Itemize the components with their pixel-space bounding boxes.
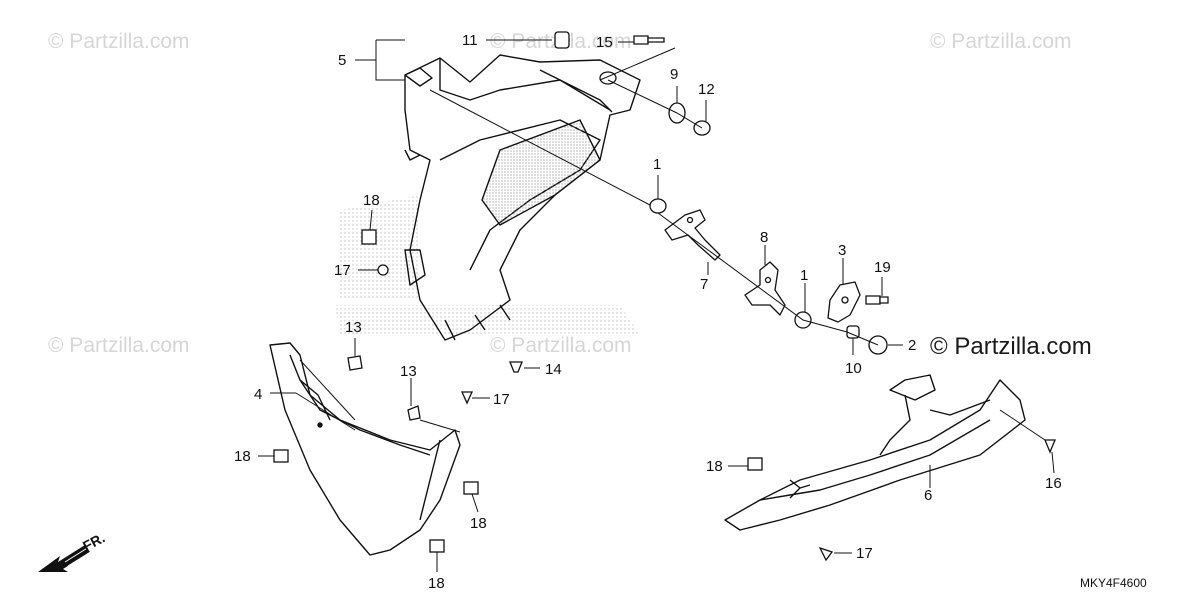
bracket-3	[827, 281, 861, 323]
callout-13-center: 13	[400, 363, 417, 380]
callout-11: 11	[462, 32, 478, 49]
watermark-top-left: © Partzilla.com	[48, 30, 190, 53]
callout-18-left: 18	[234, 448, 251, 465]
callout-18-upper-left: 18	[363, 192, 380, 209]
callout-19: 19	[874, 259, 891, 276]
bracket-7	[664, 209, 721, 261]
callout-7: 7	[700, 276, 709, 293]
callout-17-upper: 17	[334, 262, 351, 279]
hardware	[273, 31, 1056, 562]
right-lower-cowl	[724, 374, 1026, 531]
leader-lines	[258, 39, 1055, 572]
diagram-code: MKY4F4600	[1080, 576, 1147, 590]
callout-9: 9	[670, 66, 679, 83]
callout-18-center: 18	[470, 515, 487, 532]
front-direction-arrow-icon	[38, 542, 93, 572]
callout-18-bottom: 18	[428, 575, 445, 592]
stipple-background	[335, 195, 640, 335]
callout-1-upper: 1	[653, 156, 662, 173]
callout-17-right: 17	[856, 545, 873, 562]
watermark-mid-center: © Partzilla.com	[490, 334, 632, 357]
callout-2: 2	[908, 337, 917, 354]
callout-3: 3	[838, 242, 847, 259]
callout-15: 15	[596, 34, 613, 51]
upper-inner-panel	[404, 54, 641, 341]
callout-1-lower: 1	[800, 267, 809, 284]
callout-12: 12	[698, 81, 715, 98]
callout-5: 5	[338, 52, 347, 69]
left-lower-cowl	[269, 342, 461, 556]
callout-4: 4	[254, 386, 263, 403]
callout-8: 8	[760, 229, 769, 246]
bracket-8	[744, 261, 786, 316]
callout-6: 6	[924, 487, 933, 504]
callout-18-right: 18	[706, 458, 723, 475]
callout-14: 14	[545, 361, 562, 378]
callout-16: 16	[1045, 475, 1062, 492]
watermark-mid-left: © Partzilla.com	[48, 334, 190, 357]
watermark-mid-right: © Partzilla.com	[930, 333, 1092, 360]
callout-13-left: 13	[345, 319, 362, 336]
watermark-top-right: © Partzilla.com	[930, 30, 1072, 53]
callout-17-middle: 17	[493, 391, 510, 408]
callout-10: 10	[845, 360, 862, 377]
